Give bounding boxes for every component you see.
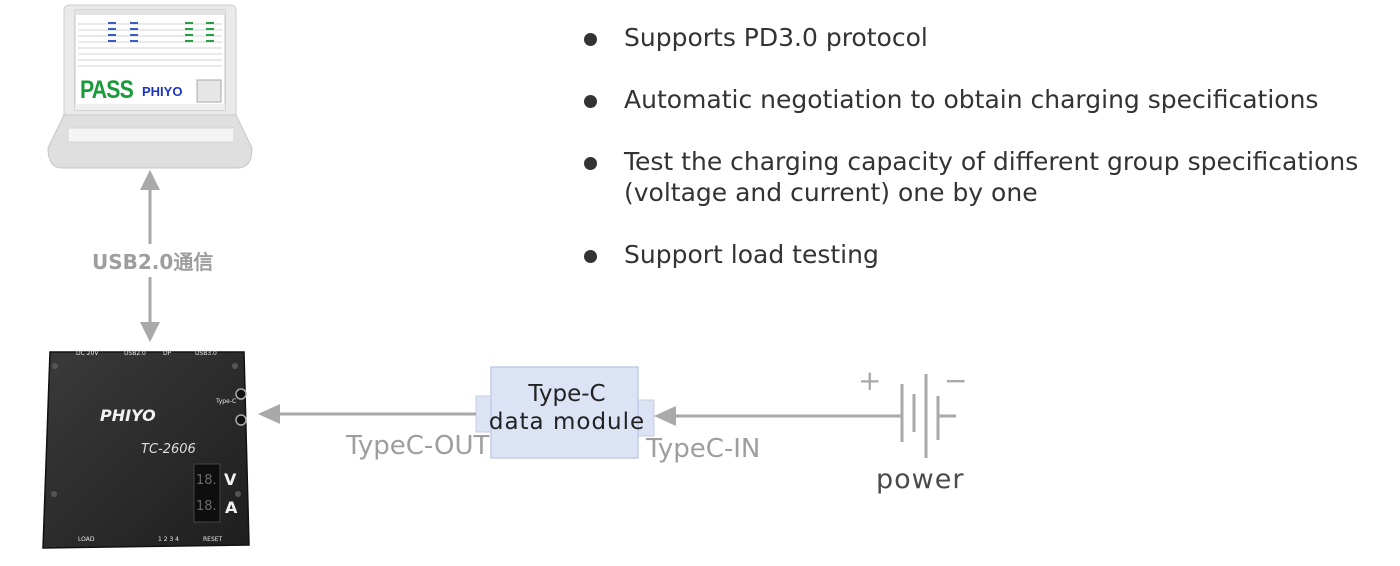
typec-out-label: TypeC-OUT <box>346 431 490 461</box>
bullet-icon <box>584 250 597 263</box>
feature-text: Automatic negotiation to obtain charging… <box>624 85 1319 114</box>
feature-text: Support load testing <box>624 240 879 269</box>
bullet-icon <box>584 157 597 170</box>
module-label-line2: data module <box>488 409 646 435</box>
screen-button <box>196 79 222 103</box>
load-label: LOAD <box>78 536 95 543</box>
laptop-trackpad <box>67 127 235 143</box>
typec-data-module <box>475 366 655 459</box>
power-label: power <box>876 464 965 495</box>
device-model: TC-2606 <box>141 442 196 457</box>
feature-item: Automatic negotiation to obtain charging… <box>582 84 1372 115</box>
laptop-illustration <box>47 4 253 169</box>
typec-out-arrow <box>258 404 476 424</box>
screen-pass-text: PASS <box>80 76 134 104</box>
port-label: USB3.0 <box>195 350 217 357</box>
feature-item: Test the charging capacity of different … <box>582 146 1372 208</box>
side-port-label: Type-C <box>216 398 237 405</box>
port-label: DC 20V <box>76 350 99 357</box>
feature-text: Supports PD3.0 protocol <box>624 23 928 52</box>
switch-numbers: 1 2 3 4 <box>158 536 179 543</box>
typec-in-arrow <box>654 406 878 426</box>
plus-sign: + <box>858 364 882 397</box>
port-label: DP <box>163 350 172 357</box>
feature-text: Test the charging capacity of different … <box>624 147 1359 207</box>
current-readout: 18. <box>196 499 217 514</box>
minus-sign: − <box>944 364 968 397</box>
typec-in-label: TypeC-IN <box>646 434 761 464</box>
reset-label: RESET <box>203 536 223 543</box>
typec-port-screw <box>235 388 247 400</box>
port-label: USB2.0 <box>124 350 146 357</box>
module-label-line1: Type-C <box>528 381 606 407</box>
typec-port-screw <box>235 414 247 426</box>
device-brand: PHIYO <box>100 406 156 425</box>
led-display <box>193 463 221 523</box>
bullet-icon <box>584 33 597 46</box>
current-unit: A <box>225 498 238 517</box>
feature-item: Supports PD3.0 protocol <box>582 22 1372 53</box>
feature-list: Supports PD3.0 protocol Automatic negoti… <box>582 22 1372 301</box>
voltage-readout: 18. <box>196 473 217 488</box>
feature-item: Support load testing <box>582 239 1372 270</box>
battery-icon <box>878 374 956 458</box>
bullet-icon <box>584 95 597 108</box>
tester-device <box>42 351 250 549</box>
screen-brand-text: PHIYO <box>142 84 183 99</box>
module-label: Type-C data module <box>482 380 652 436</box>
usb-link-label: USB2.0通信 <box>92 244 214 277</box>
voltage-unit: V <box>224 470 237 489</box>
